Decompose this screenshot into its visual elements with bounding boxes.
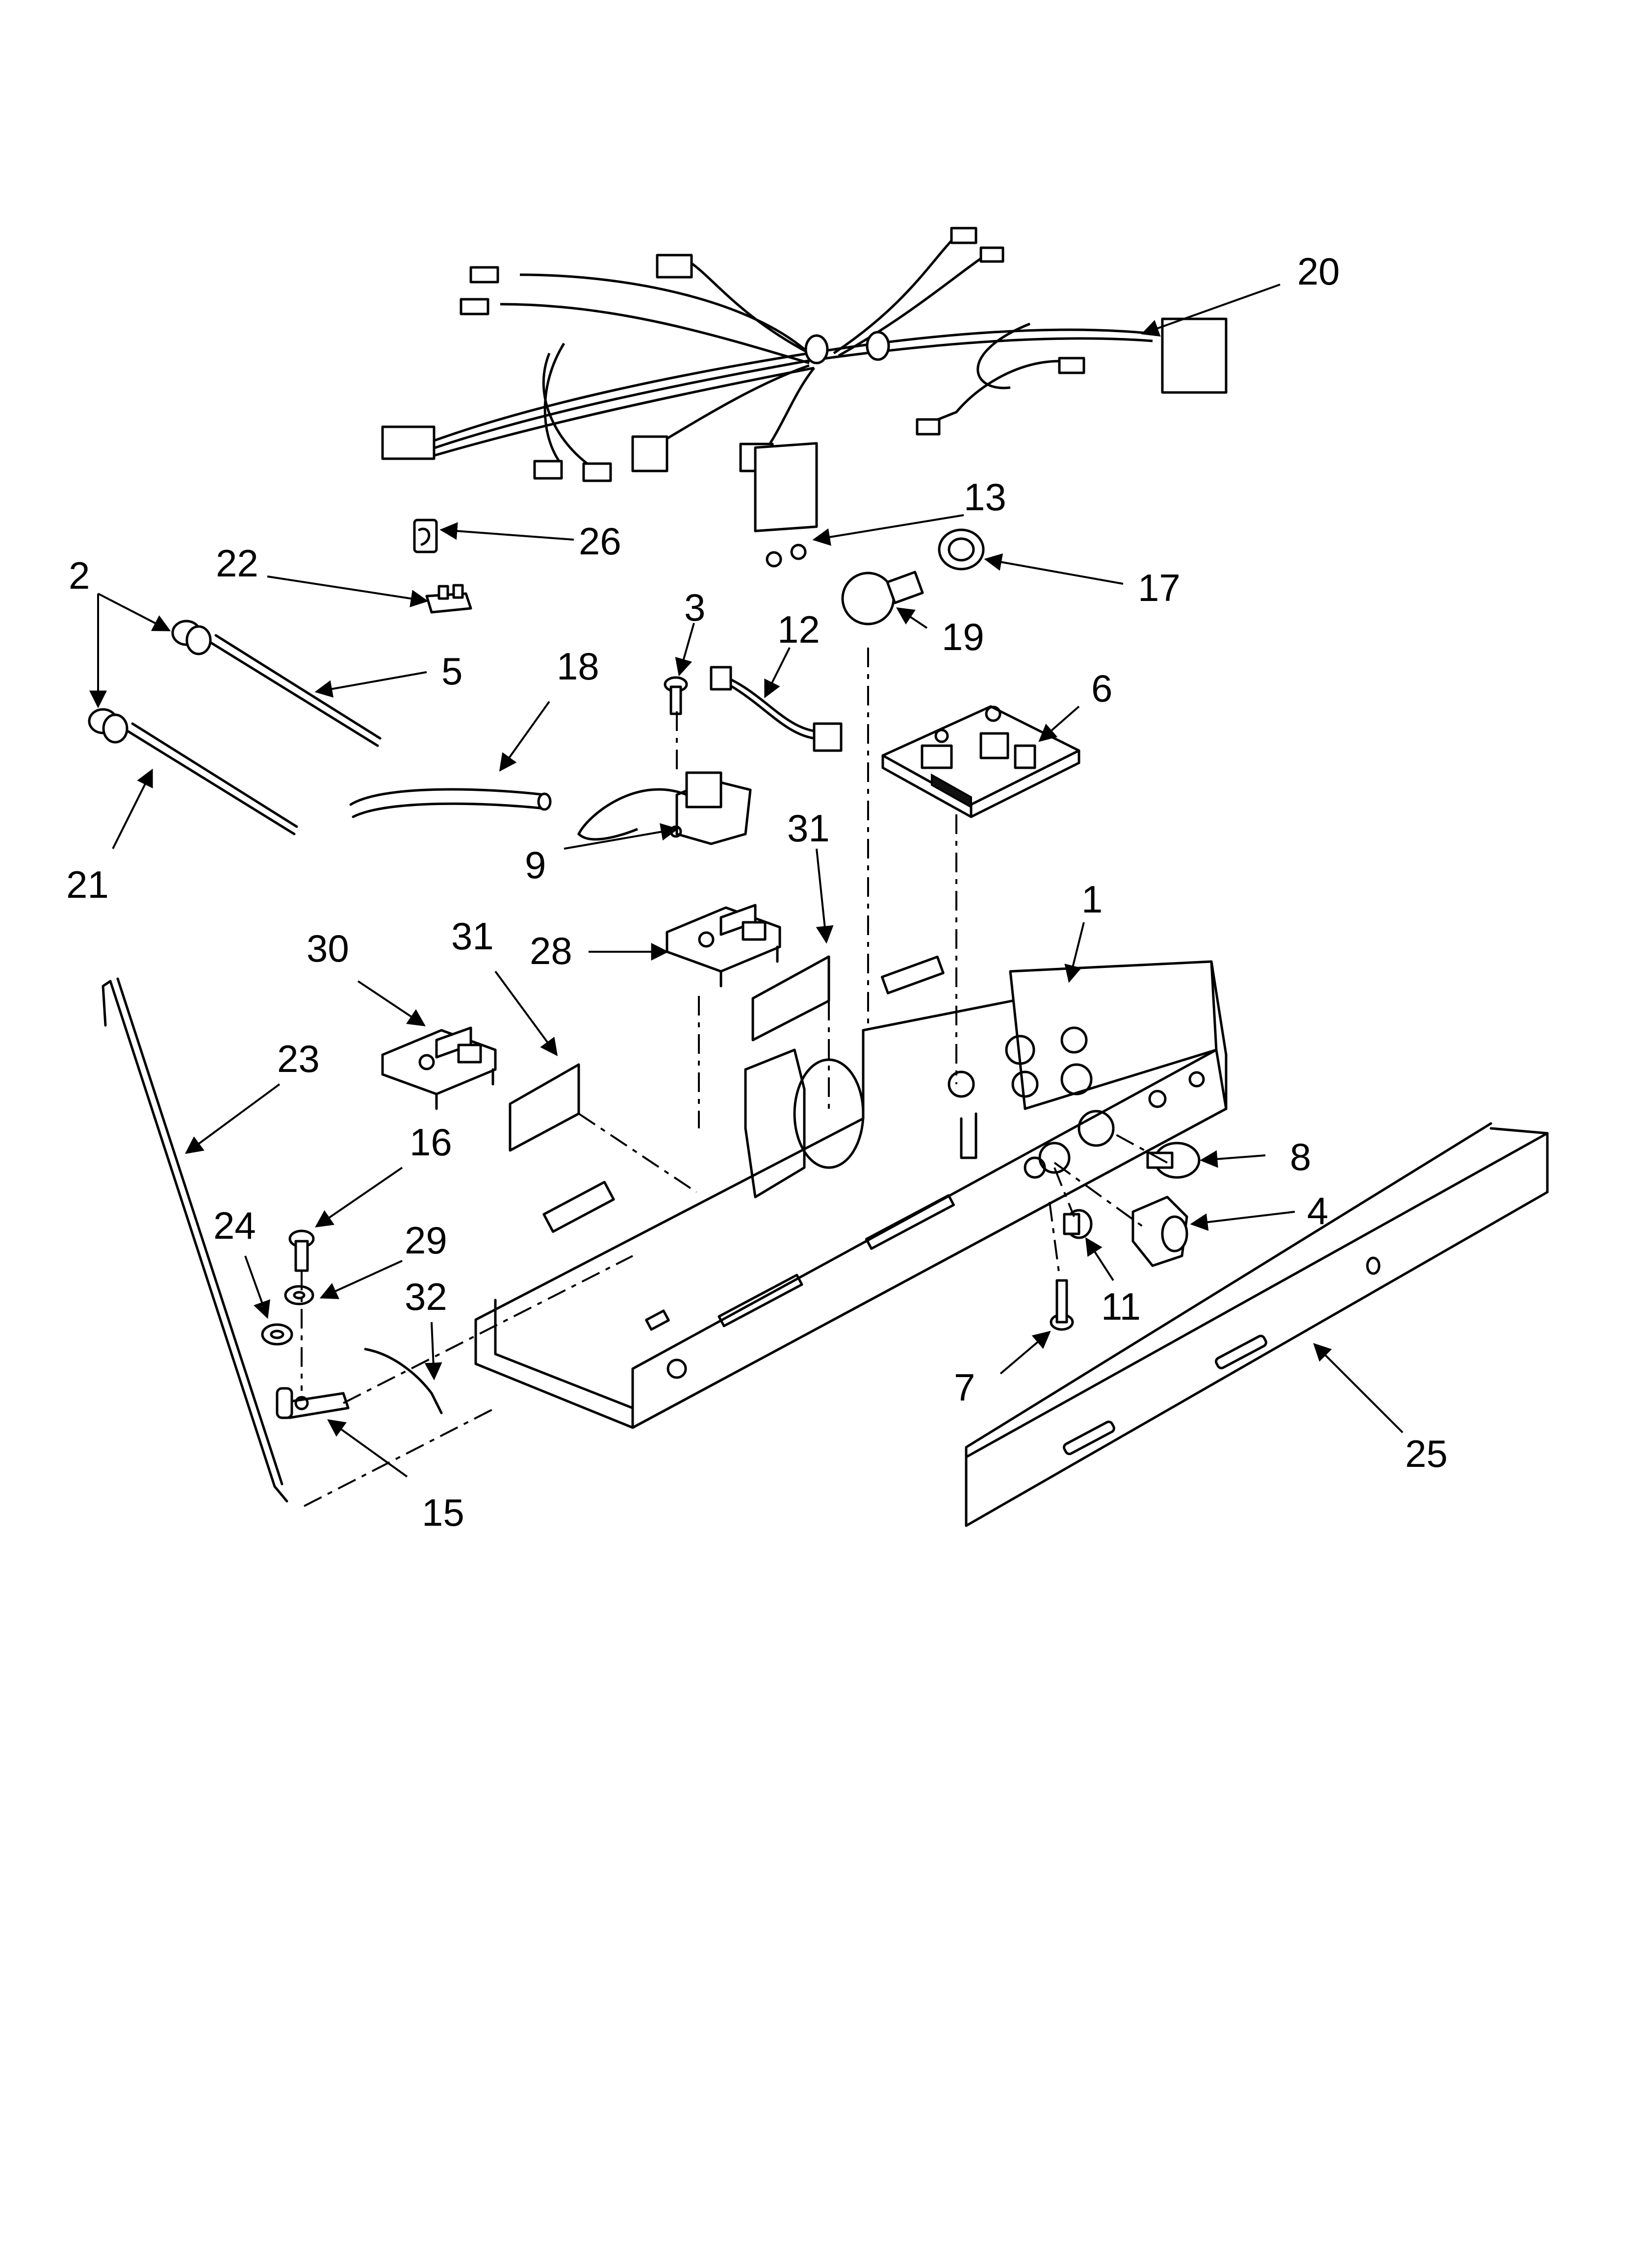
callout-29: 29 [405, 1219, 447, 1262]
knob-part-8 [1146, 1142, 1201, 1179]
rod-part-23 [102, 977, 288, 1503]
callout-16: 16 [410, 1121, 452, 1164]
callout-31-upper: 31 [787, 807, 830, 850]
bracket-part-30 [381, 1026, 497, 1110]
callout-labels: 20 13 26 17 2 22 3 12 19 5 18 6 21 9 31 … [66, 250, 1448, 1534]
callout-8: 8 [1290, 1135, 1311, 1178]
lamp-socket-part-17 [938, 528, 985, 571]
callout-31-lower: 31 [451, 914, 494, 958]
callout-25: 25 [1405, 1432, 1448, 1475]
harness-part-12 [710, 666, 843, 752]
screw-part-7 [1050, 1279, 1074, 1331]
callout-26: 26 [579, 520, 621, 563]
callout-19: 19 [942, 615, 984, 658]
assembly-guide-lines [301, 648, 1168, 1507]
callout-4: 4 [1307, 1189, 1328, 1232]
light-bulb-part-19 [841, 571, 924, 626]
washer-part-29 [284, 1285, 314, 1305]
callout-6: 6 [1091, 667, 1112, 710]
callout-28: 28 [530, 929, 572, 972]
callout-18: 18 [557, 645, 599, 688]
label-part-31-left [509, 1063, 580, 1152]
trim-panel-part-25 [965, 1122, 1549, 1527]
screw-part-16 [288, 1229, 315, 1272]
callout-9: 9 [525, 843, 546, 886]
callout-20: 20 [1297, 250, 1340, 293]
callout-1: 1 [1081, 878, 1103, 921]
callout-3: 3 [684, 586, 705, 629]
rod-part-21 [88, 708, 298, 835]
tube-part-18 [349, 788, 552, 818]
callout-23: 23 [277, 1037, 320, 1080]
control-board-part-6 [881, 705, 1080, 818]
callout-30: 30 [307, 927, 349, 970]
callout-2: 2 [69, 554, 90, 597]
thermostat-part-4 [1131, 1196, 1188, 1267]
washer-part-24 [261, 1323, 293, 1346]
callout-7: 7 [954, 1366, 975, 1409]
button-part-11 [1063, 1209, 1093, 1239]
plate-part-13 [754, 442, 818, 568]
callout-5: 5 [441, 650, 462, 693]
screw-part-3 [664, 676, 688, 715]
rod-part-5 [171, 620, 382, 747]
switch-part-9 [577, 771, 752, 845]
callout-17: 17 [1138, 566, 1180, 609]
clip-part-22 [425, 584, 472, 614]
control-housing-part-1 [474, 955, 1228, 1429]
callout-13: 13 [964, 475, 1006, 519]
callout-22: 22 [216, 542, 258, 585]
callout-12: 12 [777, 608, 820, 651]
callout-24: 24 [213, 1204, 256, 1247]
callout-32: 32 [405, 1275, 447, 1318]
spring-part-32 [364, 1348, 443, 1414]
clip-part-26 [413, 519, 438, 553]
label-part-31-right [751, 955, 830, 1042]
callout-11: 11 [1101, 1285, 1141, 1328]
callout-21: 21 [66, 863, 109, 906]
wire-harness-part-20 [381, 227, 1228, 482]
hinge-part-15 [276, 1387, 350, 1419]
bracket-part-28 [666, 904, 781, 988]
leader-lines [89, 284, 1404, 1478]
callout-15: 15 [422, 1491, 464, 1534]
